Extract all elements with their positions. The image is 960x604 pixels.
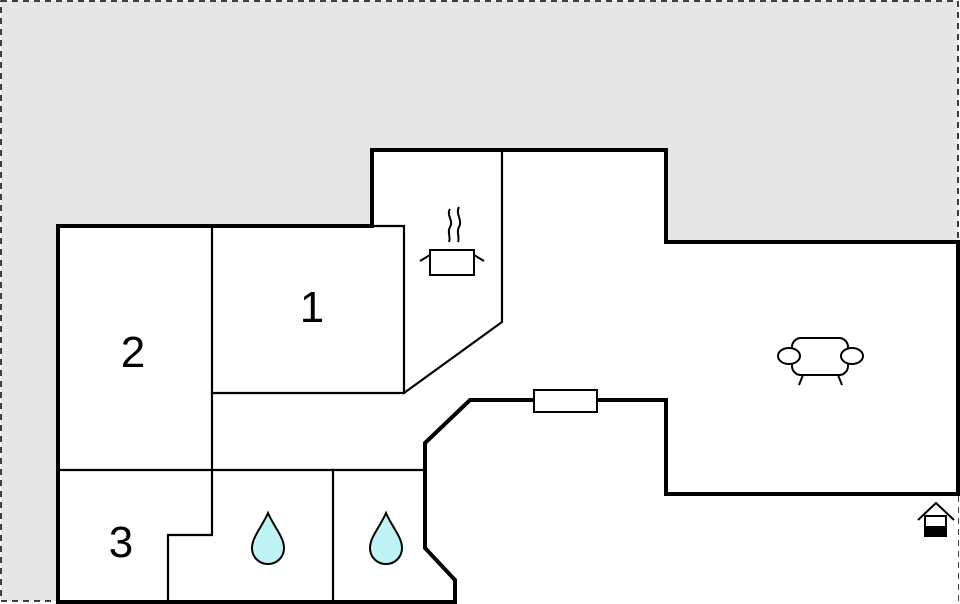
radiator-icon (533, 389, 598, 413)
sofa-icon (777, 337, 864, 386)
building-footprint (58, 150, 958, 602)
cooking-pot-icon (419, 206, 485, 276)
inner-walls (56, 148, 504, 604)
room-label-1: 1 (300, 283, 324, 332)
house-entrance-icon (917, 501, 955, 537)
room-label-3: 3 (109, 518, 133, 567)
water-drop-icon (368, 510, 404, 566)
terrace-area (425, 400, 958, 602)
water-drop-icon (250, 510, 286, 566)
room-label-2: 2 (121, 328, 145, 377)
outer-wall (56, 148, 960, 604)
